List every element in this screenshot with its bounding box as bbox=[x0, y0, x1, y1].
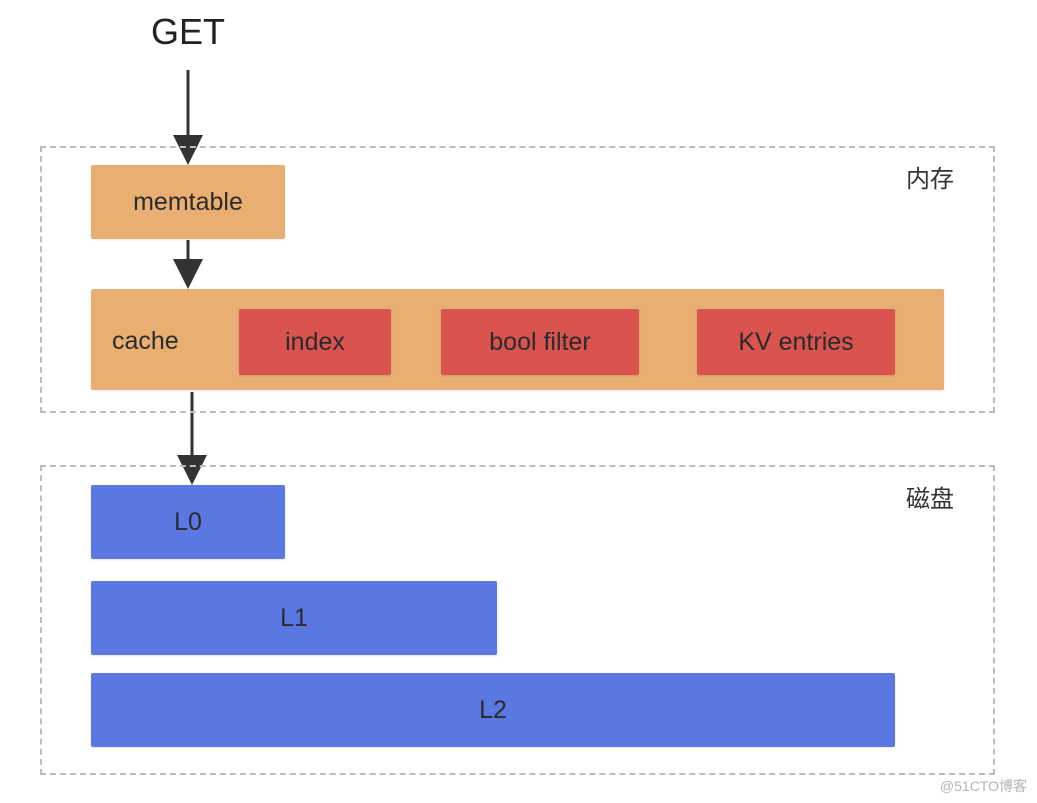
memtable-box: memtable bbox=[91, 165, 285, 239]
cache-label: cache bbox=[112, 327, 179, 355]
level-l1: L1 bbox=[91, 581, 497, 655]
level-label: L0 bbox=[174, 508, 202, 536]
cache-item-bool-filter: bool filter bbox=[441, 309, 639, 375]
disk-region-label: 磁盘 bbox=[906, 486, 954, 513]
memtable-label: memtable bbox=[133, 188, 243, 216]
get-label: GET bbox=[150, 11, 225, 52]
cache-item-label: KV entries bbox=[738, 328, 854, 356]
level-l2: L2 bbox=[91, 673, 895, 747]
cache-item-index: index bbox=[239, 309, 391, 375]
cache-item-kv-entries: KV entries bbox=[697, 309, 895, 375]
watermark: @51CTO博客 bbox=[939, 778, 1027, 794]
cache-item-label: index bbox=[285, 328, 345, 356]
memory-region bbox=[40, 146, 995, 413]
memory-region-label: 内存 bbox=[906, 166, 954, 193]
level-label: L2 bbox=[479, 696, 507, 724]
level-l0: L0 bbox=[91, 485, 285, 559]
disk-region bbox=[40, 465, 995, 775]
level-label: L1 bbox=[280, 604, 308, 632]
cache-item-label: bool filter bbox=[489, 328, 591, 356]
